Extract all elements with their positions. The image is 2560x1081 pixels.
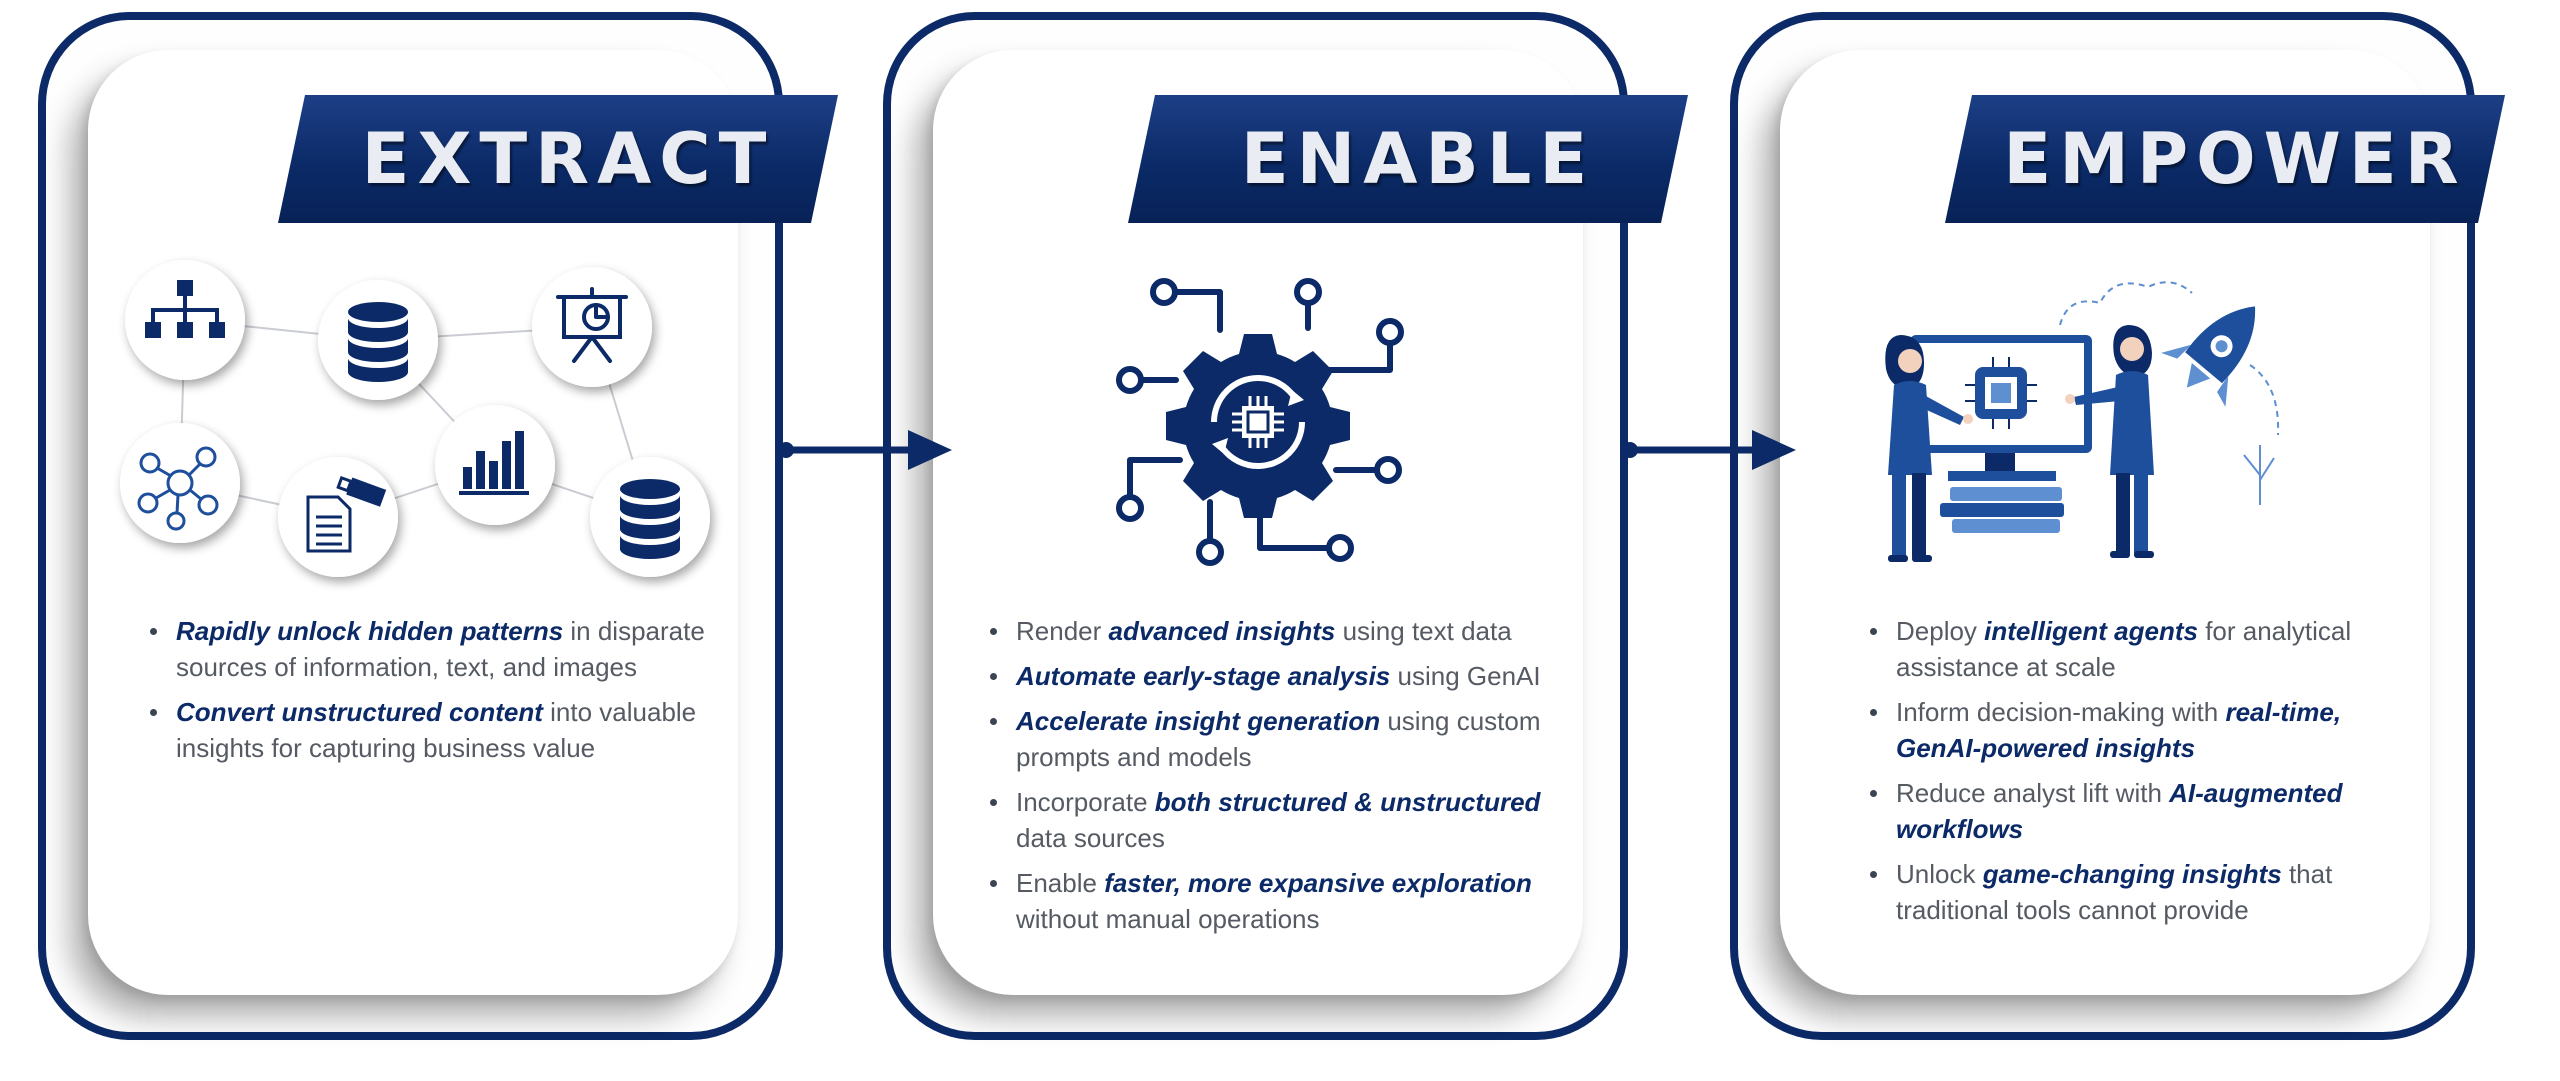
monitor: [1910, 335, 2092, 533]
cloud-outline: [2059, 281, 2280, 436]
bullet-text: without manual operations: [1016, 904, 1320, 934]
empower-title: EMPOWER: [2003, 118, 2467, 200]
list-item: Accelerate insight generation using cust…: [988, 703, 1578, 775]
network-users-icon: [120, 423, 240, 543]
extract-title: EXTRACT: [361, 118, 775, 200]
bullet-highlight: game-changing insights: [1982, 859, 2282, 889]
bullet-text: Render: [1016, 616, 1109, 646]
list-item: Deploy intelligent agents for analytical…: [1868, 613, 2388, 685]
bullet-text: Deploy: [1896, 616, 1985, 646]
list-item: Automate early-stage analysis using GenA…: [988, 658, 1578, 694]
bullet-text: that traditional tools cannot provide: [1896, 859, 2333, 925]
list-item: Rapidly unlock hidden patterns in dispar…: [148, 613, 708, 685]
bullet-text: Enable: [1016, 868, 1105, 898]
bullet-text: Reduce analyst lift with: [1896, 778, 2170, 808]
list-item: Inform decision-making with real-time, G…: [1868, 694, 2388, 766]
empower-bullet-list: Deploy intelligent agents for analytical…: [1868, 613, 2388, 937]
bullet-text: Inform decision-making with: [1896, 697, 2226, 727]
list-item: Reduce analyst lift with AI-augmented wo…: [1868, 775, 2388, 847]
bullet-highlight: Convert unstructured content: [176, 697, 543, 727]
bullet-highlight: faster, more expansive exploration: [1104, 868, 1532, 898]
bullet-highlight: intelligent agents: [1984, 616, 2198, 646]
bullet-text: using GenAI: [1390, 661, 1541, 691]
bar-chart-icon: [435, 405, 555, 525]
bullet-text: using custom prompts and models: [1016, 706, 1541, 772]
bullet-highlight: real-time, GenAI-powered insights: [1896, 697, 2342, 763]
bullet-text: into valuable insights for capturing bus…: [176, 697, 697, 763]
bullet-highlight: Accelerate insight generation: [1016, 706, 1381, 736]
database-icon: [590, 457, 710, 577]
enable-banner: ENABLE: [1128, 95, 1688, 223]
bullet-highlight: both structured & unstructured: [1154, 787, 1541, 817]
bullet-highlight: advanced insights: [1108, 616, 1336, 646]
person-left: [1885, 335, 1973, 562]
extract-banner: EXTRACT: [278, 95, 838, 223]
list-item: Render advanced insights using text data: [988, 613, 1578, 649]
bullet-text: Incorporate: [1016, 787, 1155, 817]
rocket-icon: [2161, 306, 2256, 407]
database-icon: [318, 280, 438, 400]
enable-title: ENABLE: [1240, 118, 1596, 200]
bullet-text: for analytical assistance at scale: [1896, 616, 2352, 682]
bullet-highlight: Rapidly unlock hidden patterns: [176, 616, 564, 646]
enable-bullet-list: Render advanced insights using text data…: [988, 613, 1578, 946]
presentation-chart-icon: [532, 267, 652, 387]
ai-gear-circuit-icon: [1116, 278, 1404, 566]
extract-bullet-list: Rapidly unlock hidden patterns in dispar…: [148, 613, 708, 775]
arrow-enable-to-empower: [1622, 430, 1796, 470]
person-right: [2065, 325, 2154, 558]
extract-illustration: [120, 260, 710, 577]
bullet-highlight: AI-augmented workflows: [1896, 778, 2343, 844]
bullet-text: using text data: [1335, 616, 1512, 646]
list-item: Enable faster, more expansive exploratio…: [988, 865, 1578, 937]
list-item: Unlock game-changing insights that tradi…: [1868, 856, 2388, 928]
bullet-text: in disparate sources of information, tex…: [176, 616, 705, 682]
bullet-text: data sources: [1016, 823, 1165, 853]
arrow-extract-to-enable: [778, 430, 952, 470]
bullet-highlight: Automate early-stage analysis: [1016, 661, 1391, 691]
people-with-ai-monitor-icon: [1885, 281, 2280, 562]
empower-banner: EMPOWER: [1945, 95, 2505, 223]
list-item: Convert unstructured content into valuab…: [148, 694, 708, 766]
list-item: Incorporate both structured & unstructur…: [988, 784, 1578, 856]
document-usb-icon: [278, 457, 398, 577]
org-chart-icon: [125, 260, 245, 380]
bullet-text: Unlock: [1896, 859, 1983, 889]
plant-sketch: [2243, 445, 2275, 505]
